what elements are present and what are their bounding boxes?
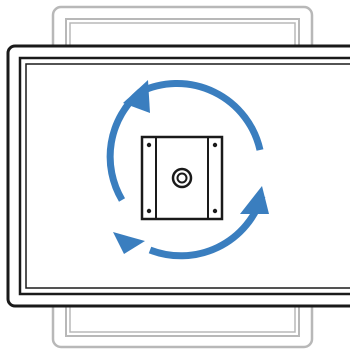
rotation-arrowhead-bottom-left xyxy=(113,232,145,254)
rotation-arrowhead-right xyxy=(240,186,269,214)
mount-screw-hole-top-left xyxy=(146,142,152,148)
vesa-mount-plate xyxy=(140,135,224,221)
landscape-monitor-screen xyxy=(25,63,350,289)
rotation-arrowhead-top-left xyxy=(123,80,150,113)
mount-screw-hole-bottom-left xyxy=(146,208,152,214)
mount-screw-hole-bottom-right xyxy=(212,208,218,214)
mount-center-knob-inner xyxy=(176,172,188,184)
mount-screw-hole-top-right xyxy=(212,142,218,148)
rotation-arrows xyxy=(106,80,269,260)
landscape-monitor-bezel xyxy=(18,56,350,296)
